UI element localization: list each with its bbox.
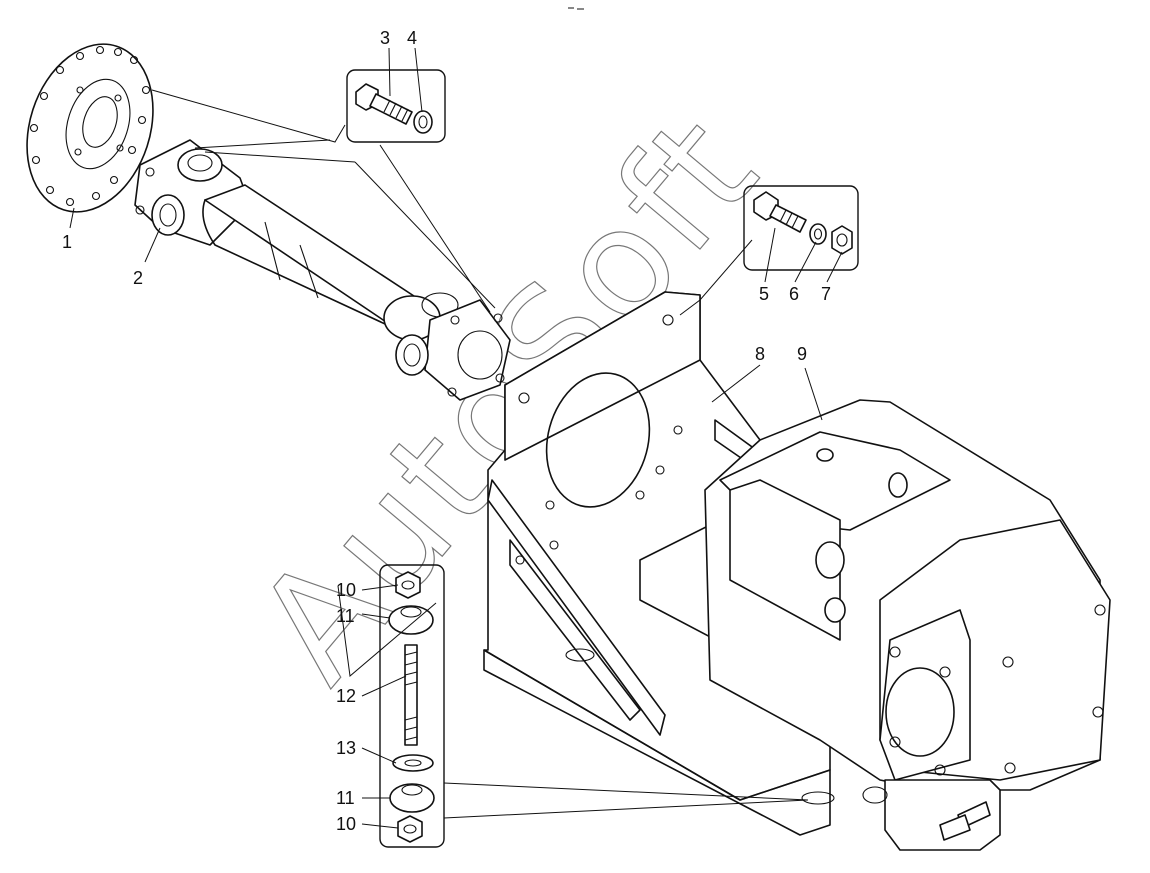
flange-plate xyxy=(26,43,154,213)
callout-7: 7 xyxy=(821,284,831,304)
callout-10-bottom: 10 xyxy=(336,814,356,834)
bolt-washer-nut-set-5-7 xyxy=(743,185,859,271)
bolt-washer-set-3-4 xyxy=(346,69,446,143)
cardan-shaft xyxy=(134,139,511,401)
callout-8: 8 xyxy=(755,344,765,364)
callout-12: 12 xyxy=(336,686,356,706)
callout-2: 2 xyxy=(133,268,143,288)
hydraulic-pump xyxy=(704,399,1111,851)
callout-5: 5 xyxy=(759,284,769,304)
callout-11-top: 11 xyxy=(336,606,355,626)
callout-11-bottom: 11 xyxy=(336,788,355,808)
callout-3: 3 xyxy=(380,28,390,48)
callout-13: 13 xyxy=(336,738,356,758)
callout-1: 1 xyxy=(62,232,72,252)
callout-4: 4 xyxy=(407,28,417,48)
top-mark xyxy=(568,7,584,10)
callout-6: 6 xyxy=(789,284,799,304)
leader-lines xyxy=(69,47,843,829)
mounting-stud-stack xyxy=(379,564,445,848)
callout-labels: 1 2 3 4 5 6 7 8 9 10 11 12 13 11 10 xyxy=(62,28,831,834)
callout-9: 9 xyxy=(797,344,807,364)
callout-10-top: 10 xyxy=(336,580,356,600)
